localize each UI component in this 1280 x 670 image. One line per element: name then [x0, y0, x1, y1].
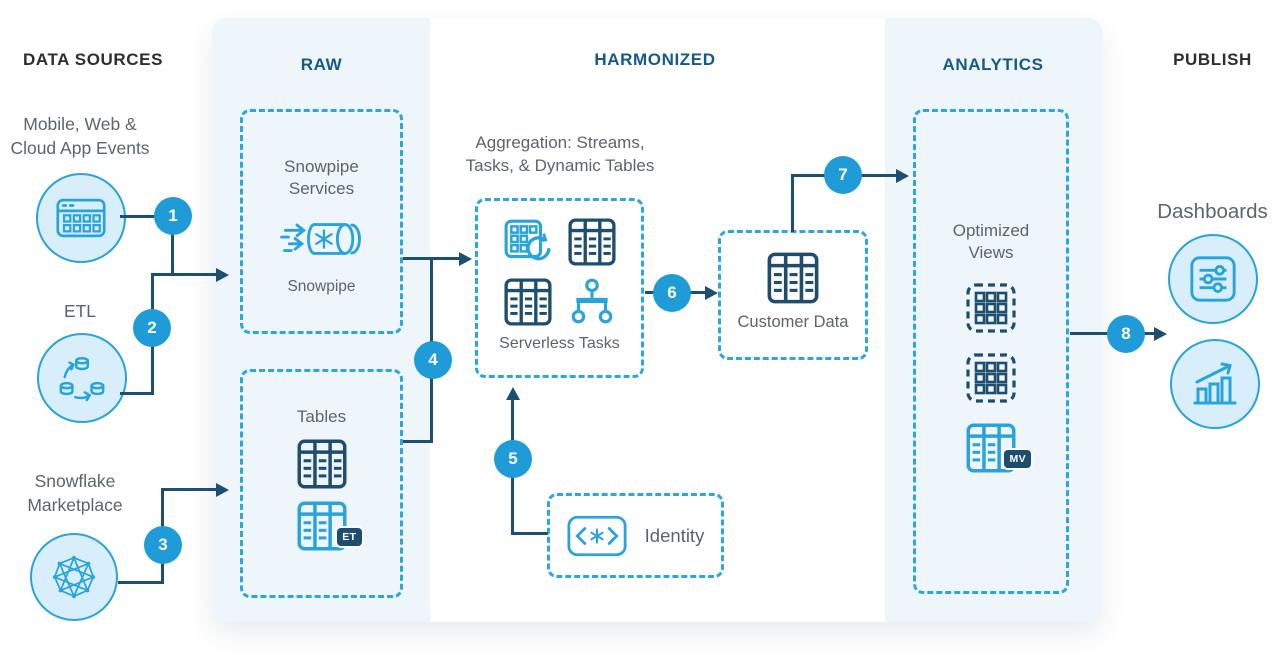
step-badge-8: 8 [1107, 315, 1145, 353]
source-circle-etl [37, 333, 127, 423]
table-icon [766, 251, 820, 305]
materialized-view-icon: MV [965, 422, 1033, 474]
flow-line [118, 581, 164, 584]
table-icon [567, 217, 617, 267]
flow-line [403, 440, 433, 443]
publish-title: PUBLISH [1173, 50, 1252, 69]
identity-label: Identity [644, 524, 705, 546]
optimized-views-box: Optimized Views [913, 109, 1069, 594]
flow-line [171, 217, 174, 275]
serverless-caption: Serverless Tasks [499, 335, 620, 352]
bar-chart-icon [1189, 358, 1241, 410]
arrowhead [216, 267, 229, 282]
arrowhead [896, 168, 909, 183]
analytics-title: ANALYTICS [942, 55, 1044, 74]
sliders-icon [1188, 254, 1238, 304]
identity-code-icon [567, 515, 627, 557]
customer-data-box: Customer Data [718, 230, 868, 360]
step-badge-5: 5 [494, 440, 532, 478]
table-icon [296, 438, 348, 490]
external-table-icon: ET [296, 500, 364, 552]
flow-line [151, 273, 217, 276]
source-circle-marketplace [30, 533, 118, 621]
step-badge-2: 2 [133, 309, 171, 347]
dashboards-label: Dashboards [1157, 200, 1268, 223]
materialized-view-badge: MV [1002, 448, 1033, 471]
tables-box-title: Tables [296, 407, 347, 426]
table-icon [503, 277, 553, 327]
step-badge-7: 7 [824, 156, 862, 194]
flow-line [791, 176, 794, 232]
serverless-tasks-box: Serverless Tasks [475, 198, 644, 378]
flow-line [511, 532, 548, 535]
web-app-grid-icon [56, 198, 106, 238]
flow-line [120, 215, 172, 218]
snowpipe-services-box: Snowpipe Services Snowpipe [240, 109, 403, 334]
arrowhead [505, 387, 520, 400]
raw-title: RAW [300, 55, 343, 74]
identity-box: Identity [547, 493, 724, 578]
step-badge-3: 3 [144, 526, 182, 564]
aggregation-label: Aggregation: Streams, Tasks, & Dynamic T… [465, 133, 655, 175]
task-tree-icon [567, 277, 617, 327]
dashboard-circle-sliders [1168, 234, 1258, 324]
marketplace-mesh-icon [49, 552, 99, 602]
tables-box: Tables ET [240, 369, 403, 598]
etl-cycle-icon [57, 354, 107, 402]
snowpipe-box-title: Snowpipe Services [284, 157, 359, 199]
serverless-icons [503, 217, 617, 327]
external-table-badge: ET [335, 526, 364, 549]
arrowhead [705, 285, 718, 300]
step-badge-4: 4 [414, 341, 452, 379]
source-circle-web-events [36, 173, 126, 263]
snowpipe-icon [279, 214, 365, 264]
source-label-etl: ETL [63, 301, 97, 321]
pipeline-panel [212, 18, 1102, 622]
flow-line [161, 488, 217, 491]
data-sources-title: DATA SOURCES [22, 50, 164, 69]
flow-line [403, 257, 460, 260]
view-icon [965, 282, 1017, 334]
view-icon [965, 352, 1017, 404]
dashboard-circle-chart [1170, 339, 1260, 429]
flow-line [120, 392, 154, 395]
arrowhead [1154, 326, 1167, 341]
customer-data-caption: Customer Data [737, 313, 849, 331]
source-label-marketplace: Snowflake Marketplace [27, 471, 123, 515]
dynamic-table-icon [503, 217, 553, 267]
harmonized-title: HARMONIZED [594, 50, 716, 69]
arrowhead [459, 251, 472, 266]
source-label-mobile-web: Mobile, Web & Cloud App Events [10, 114, 150, 158]
optimized-views-title: Optimized Views [952, 221, 1030, 263]
snowpipe-caption: Snowpipe [287, 278, 356, 296]
step-badge-6: 6 [653, 274, 691, 312]
step-badge-1: 1 [154, 197, 192, 235]
arrowhead [216, 482, 229, 497]
